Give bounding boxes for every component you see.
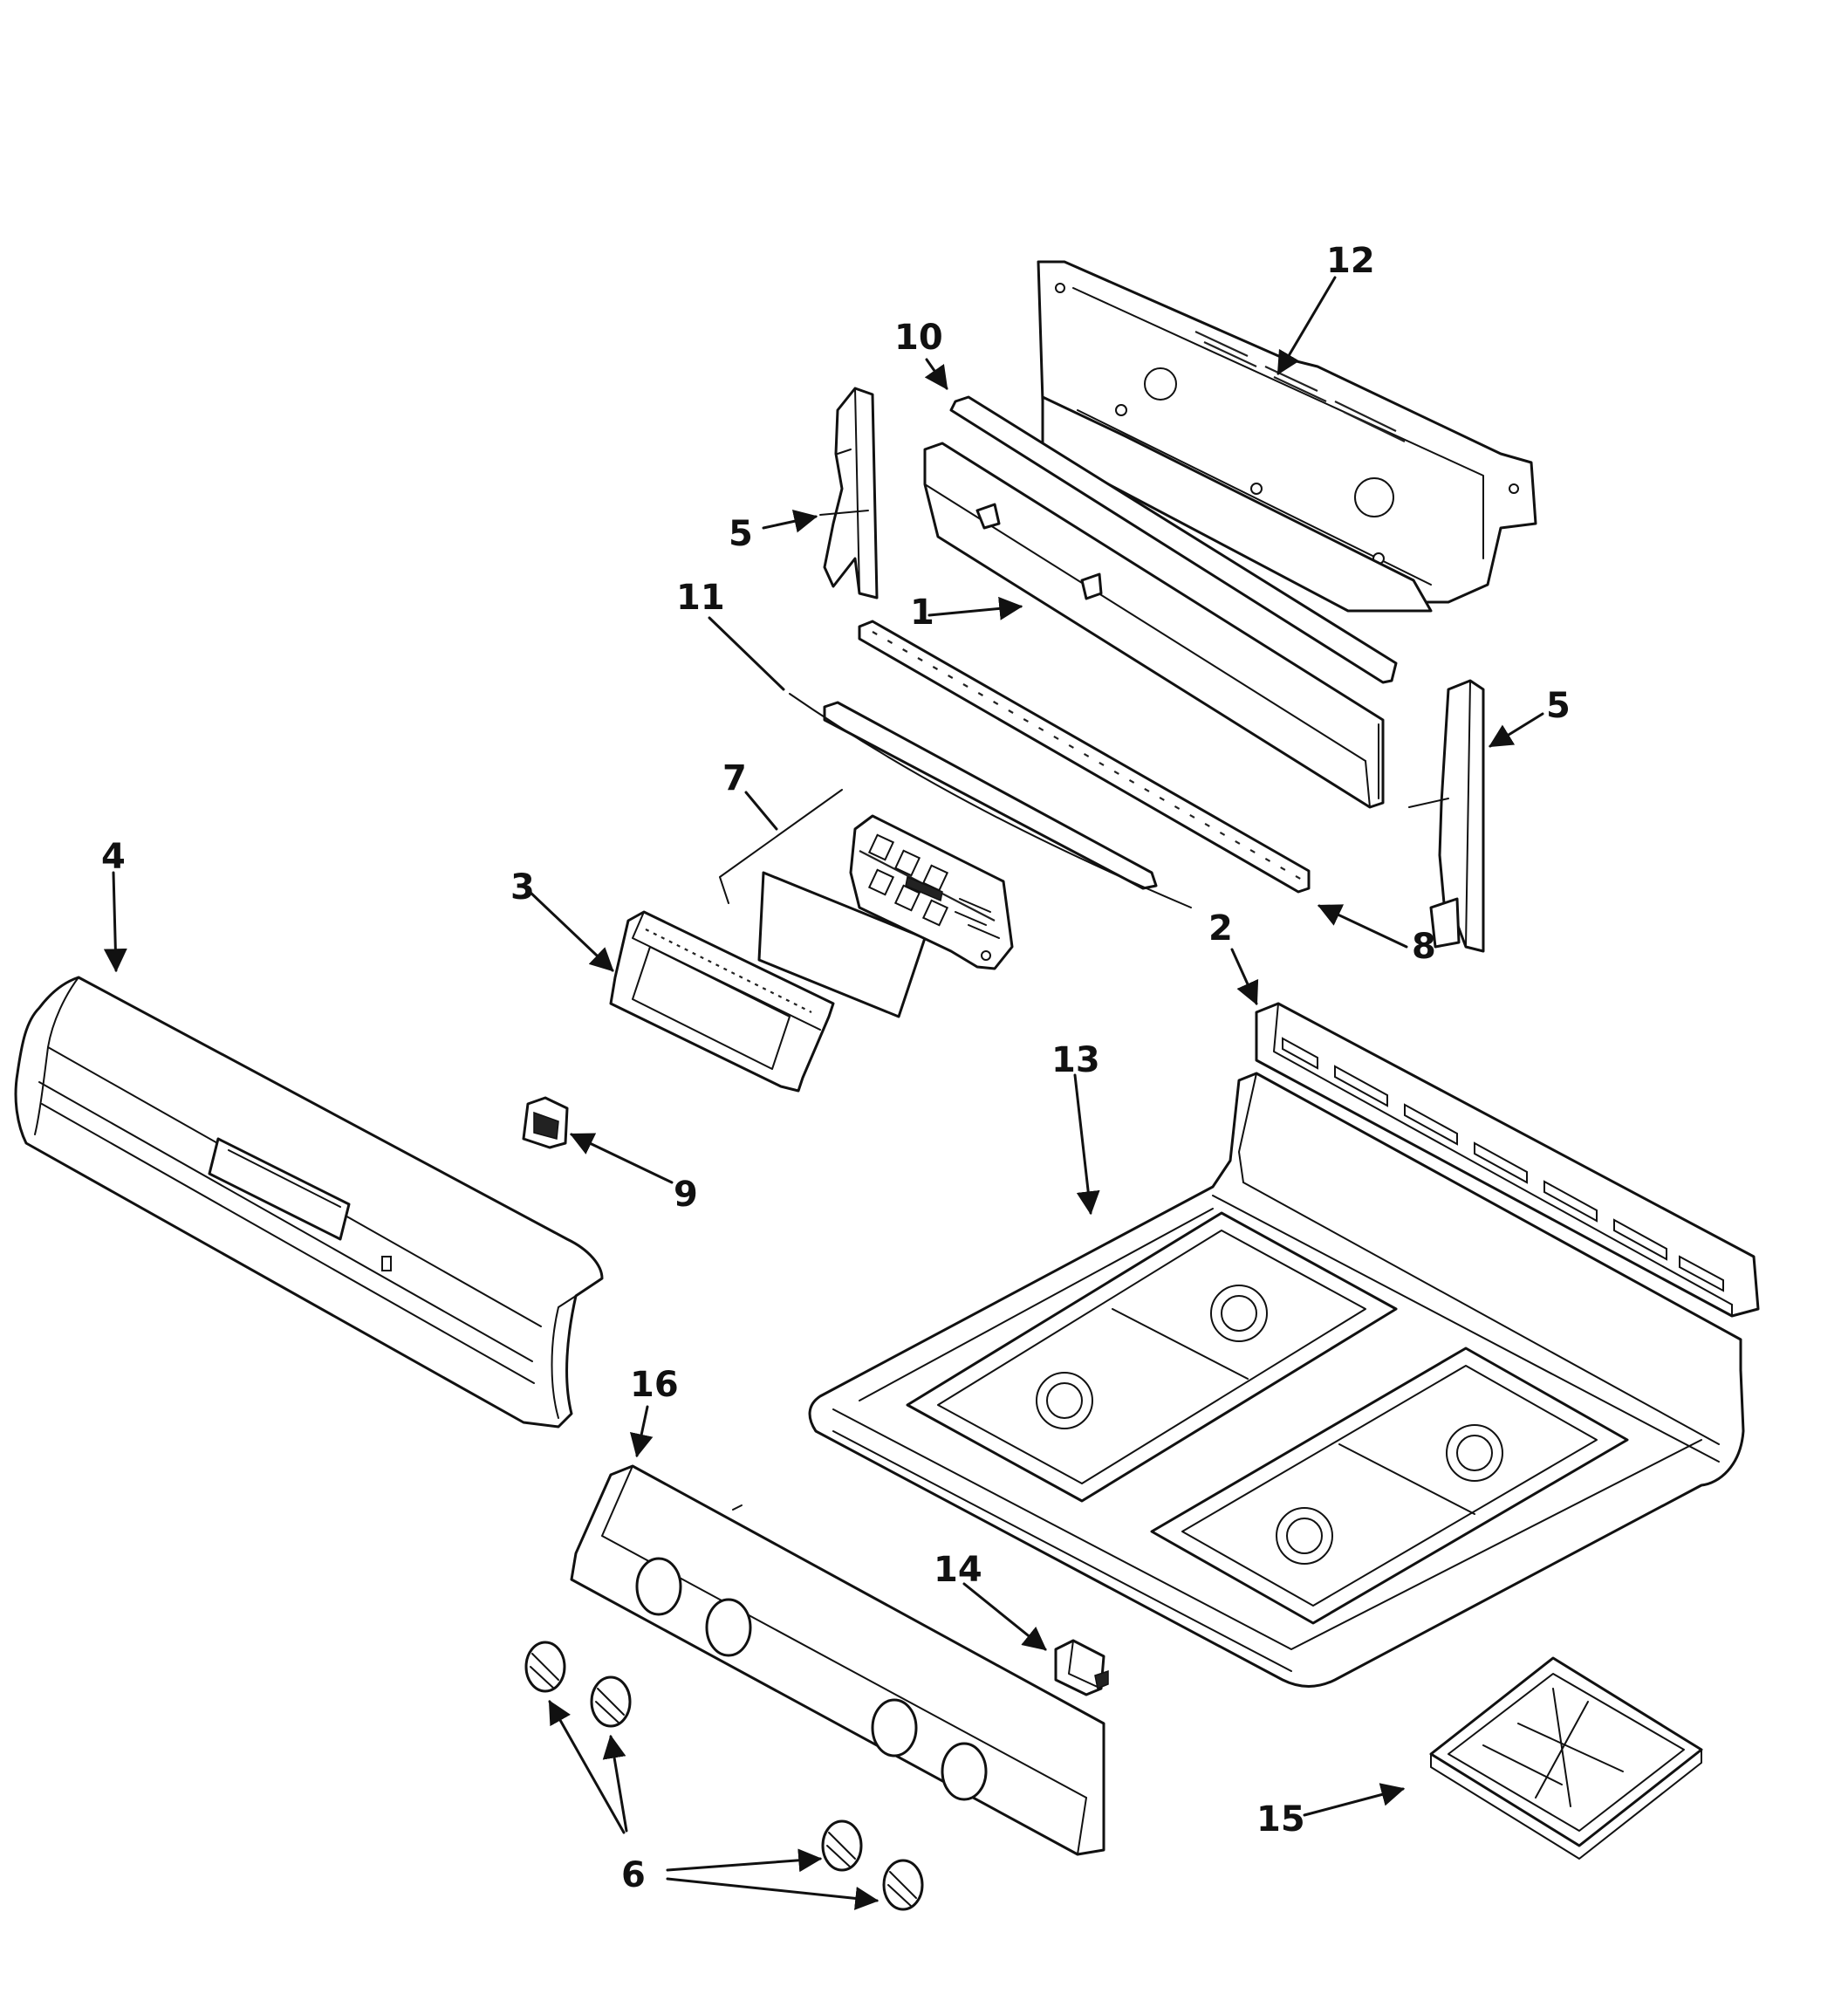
callout-5-left: 5 [729, 514, 753, 554]
leader-9 [569, 1133, 674, 1184]
callout-3: 3 [510, 867, 535, 908]
callout-11: 11 [676, 578, 725, 618]
callout-12: 12 [1326, 241, 1375, 281]
part-6-knobs [524, 1641, 924, 1911]
part-4-control-console [14, 976, 604, 1429]
part-1-main-panel [923, 442, 1385, 809]
part-11-glass-strip [789, 693, 1192, 908]
part-8-trim-rail [858, 620, 1311, 894]
backguard-vent-slots [1282, 1037, 1724, 1292]
part-2-backguard-trim [1255, 1002, 1760, 1318]
callout-10: 10 [894, 318, 943, 358]
leader-lines [103, 276, 1544, 1910]
leader-14 [962, 1582, 1047, 1651]
leader-5-right [1489, 712, 1544, 748]
part-3-display-bezel [609, 910, 835, 1093]
callout-1: 1 [910, 593, 934, 633]
callout-2: 2 [1208, 908, 1233, 949]
leader-12 [1276, 276, 1337, 375]
callout-13: 13 [1051, 1040, 1100, 1080]
part-5-right-bracket [1408, 679, 1485, 953]
knob-4 [882, 1859, 924, 1911]
callout-labels: 1 2 3 4 5 5 6 7 8 9 10 11 12 13 14 15 16 [101, 241, 1571, 1895]
part-15-grate [1429, 1656, 1703, 1860]
callout-4: 4 [101, 837, 126, 877]
part-9-switch [522, 1096, 569, 1149]
part-10-strip [949, 395, 1398, 684]
part-5-left-bracket [819, 387, 879, 600]
callout-5-right: 5 [1546, 686, 1571, 726]
part-16-manifold-panel [570, 1464, 1105, 1856]
leader-6-c [666, 1848, 823, 1873]
leader-6-d [666, 1877, 880, 1910]
leader-15 [1303, 1783, 1406, 1817]
part-14-clip [1054, 1639, 1109, 1696]
leader-2 [1230, 948, 1259, 1006]
callout-15: 15 [1256, 1799, 1305, 1840]
leader-1 [927, 596, 1023, 620]
part-13-cooktop [808, 1072, 1745, 1688]
callout-16: 16 [630, 1365, 679, 1405]
leader-6-b [602, 1734, 628, 1833]
leader-13 [1073, 1073, 1100, 1216]
callout-9: 9 [674, 1175, 698, 1215]
cooktop-front-burner-tray [1150, 1346, 1629, 1625]
knob-2 [590, 1675, 632, 1728]
leader-5-left [762, 510, 818, 533]
leader-4 [103, 871, 127, 973]
callout-6: 6 [621, 1855, 646, 1895]
leader-11 [708, 616, 785, 691]
callout-8: 8 [1412, 927, 1436, 967]
callout-14: 14 [934, 1550, 982, 1590]
leader-16 [629, 1405, 654, 1458]
knob-1 [524, 1641, 566, 1693]
knob-3 [821, 1819, 863, 1872]
part-7-control-board [719, 789, 1014, 1018]
leader-8 [1317, 904, 1408, 949]
leader-6-a [548, 1700, 626, 1834]
callout-7: 7 [722, 758, 747, 798]
leader-7 [744, 791, 778, 831]
cooktop-rear-burner-tray [906, 1211, 1398, 1503]
leader-3 [526, 888, 614, 972]
leader-10 [924, 358, 948, 390]
